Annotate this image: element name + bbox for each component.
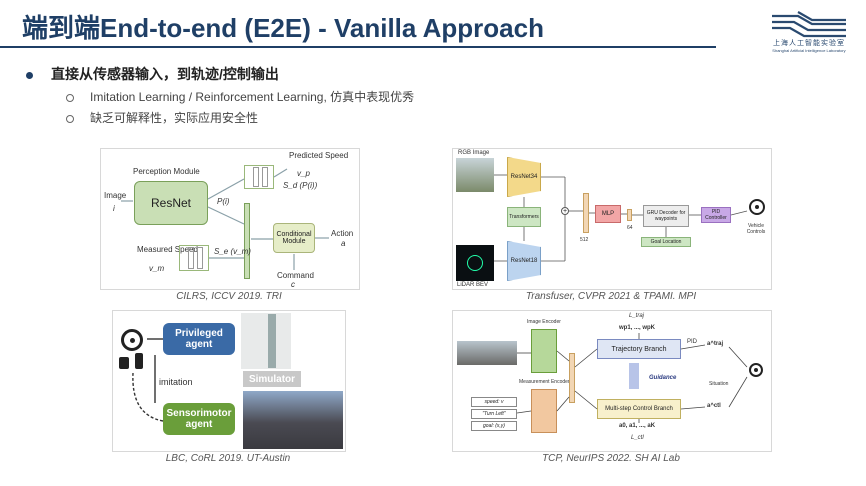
sensorimotor-agent-block: Sensorimotor agent xyxy=(163,403,235,435)
logo-mark-icon xyxy=(772,11,846,38)
main-bullet: 直接从传感器输入，到轨迹/控制输出 xyxy=(26,64,279,84)
measurement-encoder-block xyxy=(531,389,557,433)
lab-logo: 上海人工智能实验室 Shanghai Artificial Intelligen… xyxy=(768,10,850,58)
bullet-dot-icon xyxy=(26,71,33,79)
slide-title: 端到端End-to-end (E2E) - Vanilla Approach xyxy=(22,13,544,43)
resnet34-block: ResNet34 xyxy=(507,157,541,197)
rgb-label: RGB Image xyxy=(458,150,490,156)
simulator-view-image xyxy=(243,391,343,449)
predicted-speed-label: Predicted Speed xyxy=(289,151,349,160)
logo-text: 上海人工智能实验室 Shanghai Artificial Intelligen… xyxy=(772,40,846,53)
command-label: Command xyxy=(277,271,314,280)
resnet-block: ResNet xyxy=(134,181,208,225)
steering-wheel-icon xyxy=(749,199,765,215)
sum-node: + xyxy=(561,207,569,215)
mlp-block: MLP xyxy=(595,205,621,223)
ring-bullet-icon xyxy=(66,114,74,123)
image-label: Image xyxy=(104,191,127,200)
feature-64-bar xyxy=(627,209,632,221)
cilrs-caption: CILRS, ICCV 2019. TRI xyxy=(176,291,282,302)
situation-label: Situation xyxy=(709,381,729,387)
lidar-image xyxy=(456,245,494,281)
privileged-agent-block: Privileged agent xyxy=(163,323,235,355)
command-var: c xyxy=(291,280,295,289)
steering-wheel-icon xyxy=(749,363,763,377)
image-encoder-label: Image Encoder xyxy=(527,319,561,325)
measured-speed-label: Measured Speed xyxy=(137,245,198,254)
speed-head xyxy=(244,165,274,189)
guidance-arrow-icon xyxy=(629,363,639,389)
rgb-image xyxy=(456,158,494,192)
gru-decoder-block: GRU Decoder for waypoints xyxy=(643,205,689,227)
brake-pedal-icon xyxy=(119,357,129,369)
tcp-diagram: Image Encoder Measurement Encoder speed:… xyxy=(452,310,772,452)
l-traj-label: L_traj xyxy=(629,313,645,319)
gas-pedal-icon xyxy=(135,353,143,369)
title-rule xyxy=(0,46,716,48)
transfuser-diagram: RGB Image LiDAR BEV ResNet34 ResNet18 Tr… xyxy=(452,148,772,290)
measure-encoder xyxy=(179,245,209,271)
concat-bar xyxy=(244,203,250,279)
se-label: S_e (v_m) xyxy=(214,247,251,256)
dim-512-label: 512 xyxy=(580,237,589,243)
camera-image xyxy=(457,341,517,365)
wp-label: wp1, ..., wpK xyxy=(619,325,656,331)
vm-label: v_m xyxy=(149,264,165,273)
pid-block: PID Controller xyxy=(701,207,731,223)
lbc-arrows xyxy=(132,338,164,422)
cilrs-arrows xyxy=(121,168,329,270)
feature-512-bar xyxy=(583,193,589,233)
vehicle-controls-label: Vehicle Controls xyxy=(746,223,766,235)
dim-64-label: 64 xyxy=(627,225,633,231)
sd-label: S_d (P(i)) xyxy=(283,181,318,190)
sub-bullet-2: 缺乏可解释性，实际应用安全性 xyxy=(66,109,258,126)
pi-label: P(i) xyxy=(217,197,230,206)
a-traj-label: a^traj xyxy=(707,341,724,347)
image-var: i xyxy=(113,204,115,213)
topdown-view-image xyxy=(241,313,291,369)
transfuser-caption: Transfuser, CVPR 2021 & TPAMI. MPI xyxy=(525,291,697,302)
simulator-label: Simulator xyxy=(243,371,301,387)
guidance-label: Guidance xyxy=(649,375,677,381)
imitation-label: imitation xyxy=(159,377,193,387)
tcp-arrows xyxy=(516,333,748,423)
speed-input: speed: v xyxy=(471,397,517,407)
sub-bullet-1: Imitation Learning / Reinforcement Learn… xyxy=(66,88,414,105)
multi-step-control-block: Multi-step Control Branch xyxy=(597,399,681,419)
pid-label: PID xyxy=(687,339,698,345)
perception-module-label: Perception Module xyxy=(133,167,200,176)
command-input: "Turn Left" xyxy=(471,409,517,419)
vp-label: v_p xyxy=(297,169,310,178)
lbc-caption: LBC, CoRL 2019. UT-Austin xyxy=(165,453,291,464)
cilrs-diagram: Image i Perception Module ResNet P(i) Pr… xyxy=(100,148,360,290)
a-seq-label: a0, a1, ..., aK xyxy=(619,423,656,429)
fused-feature-bar xyxy=(569,353,575,403)
conditional-module: Conditional Module xyxy=(273,223,315,253)
action-var: a xyxy=(341,239,346,248)
image-encoder-block xyxy=(531,329,557,373)
goal-location-block: Goal Location xyxy=(641,237,691,247)
action-label: Action xyxy=(331,229,354,238)
l-ctl-label: L_ctl xyxy=(631,435,644,441)
transformers-block: Transformers xyxy=(507,207,541,227)
measurement-encoder-label: Measurement Encoder xyxy=(519,379,570,385)
lidar-label: LiDAR BEV xyxy=(457,282,489,288)
ring-bullet-icon xyxy=(66,93,74,102)
lbc-diagram: Privileged agent imitation Sensorimotor … xyxy=(112,310,346,452)
goal-input: goal: (x,y) xyxy=(471,421,517,431)
tcp-caption: TCP, NeurIPS 2022. SH AI Lab xyxy=(542,453,680,464)
trajectory-branch-block: Trajectory Branch xyxy=(597,339,681,359)
steering-wheel-icon xyxy=(121,329,143,351)
a-ctl-label: a^ctl xyxy=(707,403,721,409)
transfuser-arrows xyxy=(494,174,748,262)
